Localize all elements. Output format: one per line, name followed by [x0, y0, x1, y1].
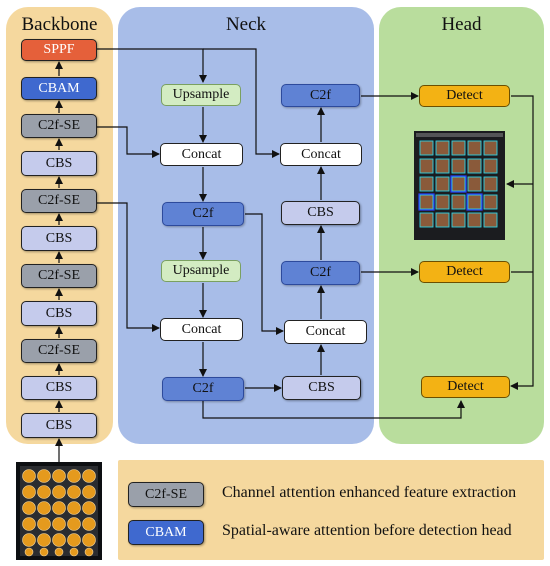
- legend-c2f-se-text: Channel attention enhanced feature extra…: [222, 484, 517, 501]
- detection-result-image: [414, 131, 505, 240]
- c2f-block-top: C2f: [281, 84, 360, 107]
- c2f-se-block-3: C2f-SE: [21, 264, 97, 288]
- backbone-title: Backbone: [21, 14, 98, 35]
- cbs-block-2: CBS: [21, 226, 97, 251]
- concat-block-1: Concat: [160, 143, 243, 166]
- detection-result-graphic: [414, 131, 505, 240]
- neck-title: Neck: [225, 14, 267, 35]
- cbs-block-1: CBS: [21, 151, 97, 176]
- legend-cbam-swatch: CBAM: [128, 520, 204, 545]
- head-title: Head: [441, 14, 482, 35]
- detect-block-1: Detect: [419, 85, 510, 107]
- cbs-block-neck-bottom: CBS: [282, 376, 361, 400]
- input-image: [16, 462, 102, 560]
- c2f-block-1: C2f: [162, 202, 244, 226]
- c2f-se-block-1: C2f-SE: [21, 114, 97, 138]
- detect-block-2: Detect: [419, 261, 510, 283]
- concat-block-2: Concat: [160, 318, 243, 341]
- c2f-se-block-4: C2f-SE: [21, 339, 97, 363]
- cbam-block: CBAM: [21, 77, 97, 100]
- cbs-block-3: CBS: [21, 301, 97, 326]
- concat-block-top: Concat: [280, 143, 362, 166]
- upsample-block-2: Upsample: [161, 260, 241, 282]
- legend-c2f-se-swatch: C2f-SE: [128, 482, 204, 507]
- cbs-block-4: CBS: [21, 376, 97, 400]
- c2f-se-block-2: C2f-SE: [21, 189, 97, 213]
- upsample-block-1: Upsample: [161, 84, 241, 106]
- c2f-block-2: C2f: [162, 377, 244, 401]
- detect-block-3: Detect: [421, 376, 510, 398]
- input-image-graphic: [20, 466, 98, 557]
- cbs-block-neck-mid: CBS: [281, 201, 360, 225]
- neck-panel: [118, 7, 374, 444]
- legend-cbam-text: Spatial-aware attention before detection…: [222, 522, 512, 539]
- c2f-block-mid: C2f: [281, 261, 360, 285]
- sppf-block: SPPF: [21, 39, 97, 61]
- concat-block-mid: Concat: [284, 320, 367, 344]
- cbs-block-5: CBS: [21, 413, 97, 438]
